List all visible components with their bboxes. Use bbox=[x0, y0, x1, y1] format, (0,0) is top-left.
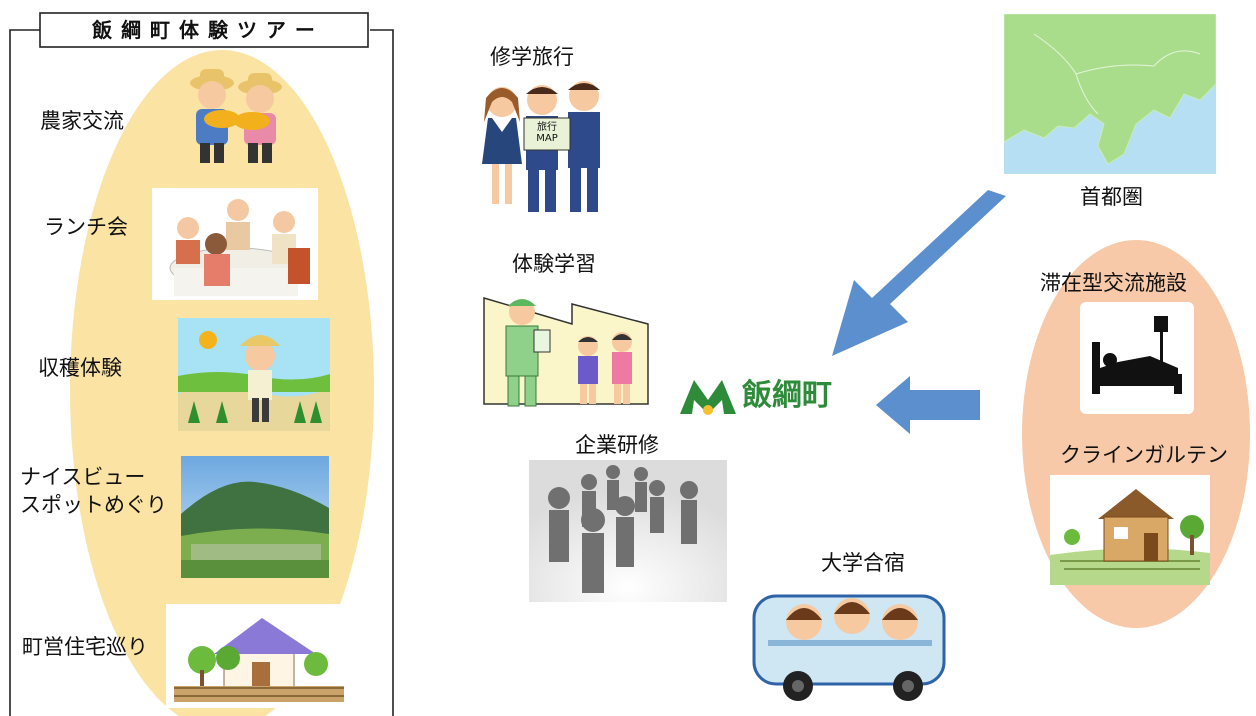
tour-item-label-farmers: 農家交流 bbox=[40, 109, 124, 133]
tour-item-label-scenic-1: ナイスビュー bbox=[20, 465, 146, 489]
lunch-party-icon bbox=[152, 188, 318, 300]
school-trip-icon: 旅行 MAP bbox=[462, 72, 620, 220]
tour-item-label-lunch: ランチ会 bbox=[44, 215, 128, 239]
label-facility-title: 滞在型交流施設 bbox=[1040, 271, 1187, 295]
scenic-view-icon bbox=[181, 456, 329, 578]
harvest-icon bbox=[178, 318, 330, 431]
metro-map-icon bbox=[1004, 14, 1216, 174]
house-icon bbox=[166, 604, 352, 708]
town-logo[interactable]: 飯綱町 bbox=[674, 370, 840, 422]
label-metro-area: 首都圏 bbox=[1080, 185, 1143, 209]
bed-icon bbox=[1080, 302, 1194, 414]
tour-panel: 飯 綱 町 体 験 ツ ア ー 農家交流 ランチ会 収穫体験 ナイスビュー スポ… bbox=[0, 0, 400, 716]
label-university-camp: 大学合宿 bbox=[821, 551, 905, 575]
arrow-from-metro bbox=[832, 190, 1006, 356]
town-name: 飯綱町 bbox=[742, 378, 832, 413]
school-trip-sign-line2: MAP bbox=[536, 133, 558, 144]
farmers-icon bbox=[190, 69, 282, 163]
experience-learning-icon bbox=[472, 284, 652, 414]
arrow-from-facility bbox=[876, 376, 980, 434]
tour-item-label-harvest: 収穫体験 bbox=[38, 356, 122, 380]
corporate-training-icon bbox=[529, 460, 727, 602]
label-experience-learning: 体験学習 bbox=[512, 252, 596, 276]
tour-item-label-house: 町営住宅巡り bbox=[22, 635, 148, 659]
school-trip-sign-line1: 旅行 bbox=[537, 122, 557, 133]
university-camp-icon bbox=[748, 582, 950, 710]
label-corporate-training: 企業研修 bbox=[575, 433, 659, 457]
kleingarten-icon bbox=[1050, 475, 1210, 585]
tour-title: 飯 綱 町 体 験 ツ ア ー bbox=[92, 18, 316, 42]
iizuna-logo-icon bbox=[680, 380, 736, 415]
label-school-trip: 修学旅行 bbox=[490, 45, 574, 69]
tour-item-label-scenic-2: スポットめぐり bbox=[20, 493, 167, 517]
label-kleingarten: クラインガルテン bbox=[1060, 443, 1228, 467]
